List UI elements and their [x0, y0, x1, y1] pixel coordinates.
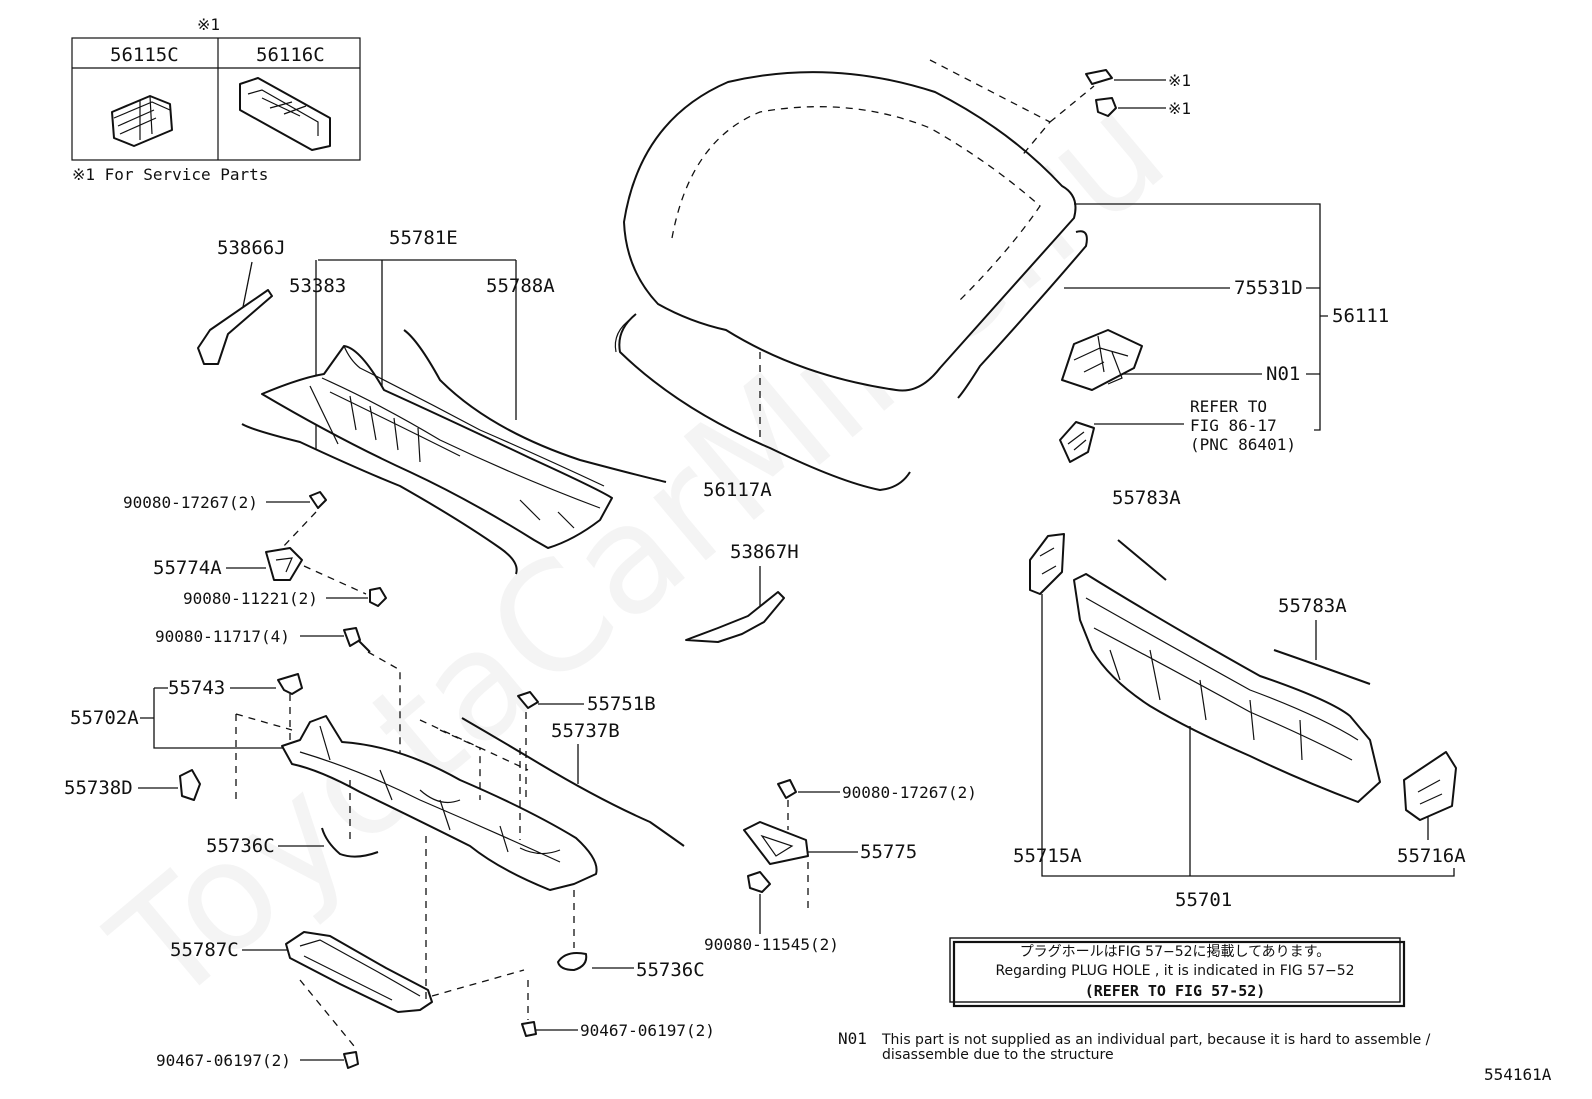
label-55738D[interactable]: 55738D	[64, 777, 133, 799]
label-55788A[interactable]: 55788A	[486, 275, 555, 297]
bolt-90080-11545[interactable]	[747, 871, 771, 893]
label-55743[interactable]: 55743	[168, 677, 225, 699]
label-90080-17267-a[interactable]: 90080-17267(2)	[123, 493, 258, 512]
refer-line-3: (PNC 86401)	[1190, 435, 1296, 454]
seal-55737B[interactable]	[461, 717, 685, 847]
clip-90467-b[interactable]	[343, 1051, 359, 1069]
grommet-55738D[interactable]	[179, 769, 201, 801]
label-55783A-a[interactable]: 55783A	[1112, 487, 1181, 509]
rain-sensor-86401[interactable]	[1059, 421, 1095, 463]
clip-56116C-drawing	[239, 77, 331, 151]
seal-53867H[interactable]	[685, 591, 785, 643]
label-55737B[interactable]: 55737B	[551, 720, 620, 742]
seal-55736C-a[interactable]	[321, 827, 379, 858]
bracket-55774A[interactable]	[265, 547, 303, 581]
service-part-56116C-label[interactable]: 56116C	[256, 44, 325, 66]
label-55736C-b[interactable]: 55736C	[636, 959, 705, 981]
bolt-90080-11221[interactable]	[369, 587, 387, 607]
seal-55783A-a[interactable]	[1117, 539, 1167, 581]
label-90080-11545[interactable]: 90080-11545(2)	[704, 935, 839, 954]
bolt-90080-11717[interactable]	[343, 627, 371, 653]
label-55716A[interactable]: 55716A	[1397, 845, 1466, 867]
service-clip-b[interactable]	[1095, 97, 1117, 117]
figure-id: 554161A	[1484, 1065, 1552, 1084]
sensor-bracket-N01[interactable]	[1061, 329, 1143, 391]
label-75531D[interactable]: 75531D	[1234, 277, 1303, 299]
dash-panel-55701[interactable]	[1073, 573, 1381, 803]
label-55781E[interactable]: 55781E	[389, 227, 458, 249]
refer-line-1: REFER TO	[1190, 397, 1267, 416]
clip-90467-a[interactable]	[521, 1021, 537, 1037]
label-90467-06197-a[interactable]: 90467-06197(2)	[580, 1021, 715, 1040]
label-90080-11717[interactable]: 90080-11717(4)	[155, 627, 290, 646]
seal-55736C-b[interactable]	[557, 952, 588, 971]
windshield-glass[interactable]	[623, 71, 1077, 392]
service-clip-a[interactable]	[1085, 69, 1113, 85]
seal-lower-cowl[interactable]	[241, 423, 518, 575]
label-55774A[interactable]: 55774A	[153, 557, 222, 579]
label-55701[interactable]: 55701	[1175, 889, 1232, 911]
notice-ref[interactable]: (REFER TO FIG 57-52)	[1085, 982, 1266, 1000]
mark-service-a: ※1	[1168, 71, 1191, 90]
plug-hole-notice: プラグホールはFIG 57−52に掲載してあります。 Regarding PLU…	[949, 937, 1406, 1008]
label-53866J[interactable]: 53866J	[217, 237, 286, 259]
label-55702A[interactable]: 55702A	[70, 707, 139, 729]
nut-90080-17267-a[interactable]	[309, 491, 327, 509]
side-molding-75531D[interactable]	[957, 230, 1088, 399]
label-53383[interactable]: 53383	[289, 275, 346, 297]
service-parts-note: ※1 For Service Parts	[72, 165, 268, 184]
label-90080-11221[interactable]: 90080-11221(2)	[183, 589, 318, 608]
clip-56115C-drawing	[111, 95, 173, 147]
label-90080-17267-b[interactable]: 90080-17267(2)	[842, 783, 977, 802]
label-N01[interactable]: N01	[1266, 363, 1300, 385]
label-90467-06197-b[interactable]: 90467-06197(2)	[156, 1051, 291, 1070]
nut-90080-17267-b[interactable]	[777, 779, 797, 799]
footnote-code: N01	[838, 1029, 867, 1048]
cowl-panel-55702A[interactable]	[281, 715, 598, 891]
label-55715A[interactable]: 55715A	[1013, 845, 1082, 867]
service-part-56115C-label[interactable]: 56115C	[110, 44, 179, 66]
label-55787C[interactable]: 55787C	[170, 939, 239, 961]
windshield-molding-56117A[interactable]	[614, 313, 911, 491]
label-55751B[interactable]: 55751B	[587, 693, 656, 715]
label-56111[interactable]: 56111	[1332, 305, 1389, 327]
label-55775[interactable]: 55775	[860, 841, 917, 863]
refer-line-2[interactable]: FIG 86-17	[1190, 416, 1277, 435]
seal-55783A-b[interactable]	[1273, 649, 1371, 685]
notice-en: Regarding PLUG HOLE , it is indicated in…	[995, 963, 1354, 979]
clip-55751B[interactable]	[517, 691, 539, 709]
notice-jp: プラグホールはFIG 57−52に掲載してあります。	[1020, 944, 1331, 960]
bracket-55775[interactable]	[743, 821, 809, 865]
label-56117A[interactable]: 56117A	[703, 479, 772, 501]
service-parts-mark: ※1	[197, 15, 220, 34]
label-53867H[interactable]: 53867H	[730, 541, 799, 563]
seal-55788A[interactable]	[403, 329, 667, 483]
footnote-line1: This part is not supplied as an individu…	[881, 1032, 1431, 1048]
mark-service-b: ※1	[1168, 99, 1191, 118]
cowl-louver-55781E[interactable]	[261, 345, 613, 549]
side-bracket-55715A[interactable]	[1029, 533, 1065, 595]
side-bracket-55716A[interactable]	[1403, 751, 1457, 821]
service-parts-table: ※1 56115C 56116C ※1 For Service Parts	[71, 15, 361, 184]
tray-55787C[interactable]	[285, 931, 433, 1013]
seal-53866J[interactable]	[197, 289, 273, 365]
label-55736C-a[interactable]: 55736C	[206, 835, 275, 857]
label-55783A-b[interactable]: 55783A	[1278, 595, 1347, 617]
footnote-line2: disassemble due to the structure	[882, 1047, 1114, 1063]
clip-55743[interactable]	[277, 673, 303, 695]
